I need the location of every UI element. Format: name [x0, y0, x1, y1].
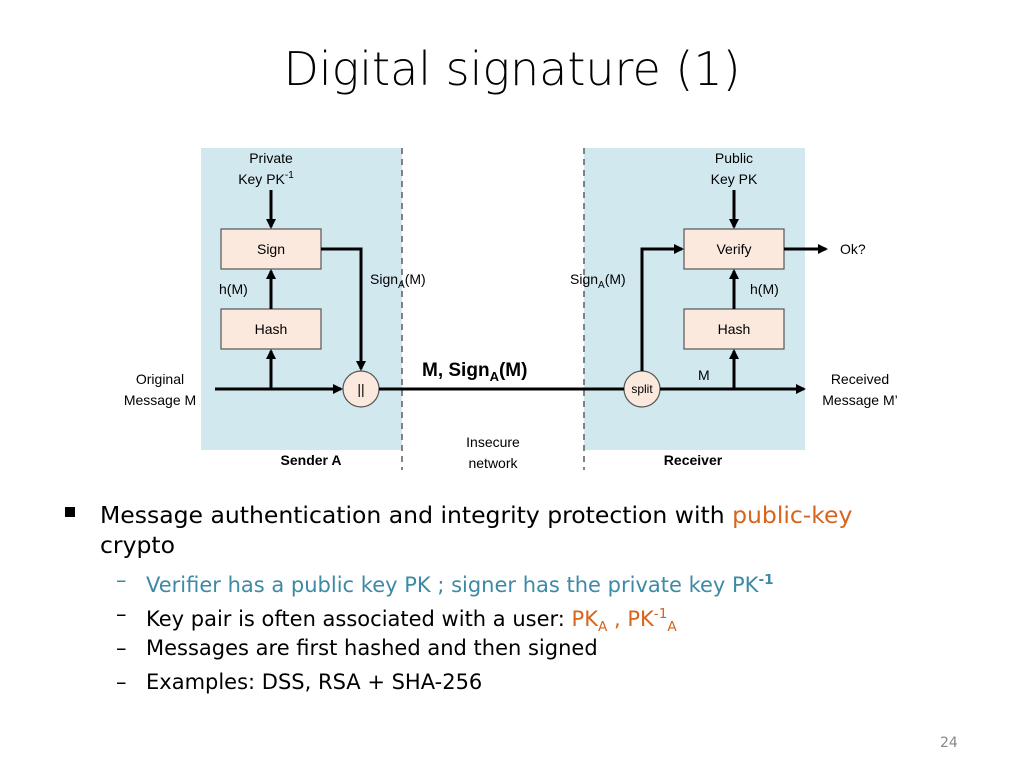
private-key-label-line2: Key PK-1 [238, 170, 294, 187]
bullet-main: Message authentication and integrity pro… [100, 500, 940, 560]
hash-box-sender [220, 308, 322, 350]
receiver-panel [584, 148, 805, 450]
signature-to-verify-arrow [640, 244, 684, 371]
hash-box-receiver-label: Hash [718, 321, 751, 337]
receiver-label: Receiver [664, 452, 723, 468]
original-message-label: Original [136, 371, 184, 387]
signature-to-concat-arrow [321, 247, 366, 371]
sub-bullet-key-pair: Key pair is often associated with a user… [146, 606, 677, 636]
signature-diagram: Private Key PK-1 Public Key PK Sign Hash… [124, 148, 898, 471]
public-key-label: Public [715, 150, 753, 166]
sender-panel [201, 148, 402, 450]
insecure-network-label: Insecure [466, 434, 520, 450]
hash-box-sender-label: Hash [255, 321, 288, 337]
public-key-highlight: public-key [732, 501, 853, 529]
received-message-label-line2: Message M’ [822, 392, 897, 408]
hash-value-label-sender: h(M) [219, 281, 248, 297]
sub-bullet-hashed: Messages are first hashed and then signe… [146, 636, 598, 660]
page-number: 24 [940, 735, 958, 751]
split-label: split [631, 382, 653, 396]
public-key-label-line2: Key PK [711, 171, 758, 187]
sign-box-label: Sign [257, 241, 285, 257]
signature-label-receiver: SignA(M) [570, 271, 626, 291]
sender-label: Sender A [281, 452, 342, 468]
slide-title: Digital signature (1) [283, 42, 741, 96]
signature-label-sender: SignA(M) [370, 271, 426, 291]
dash-icon: – [116, 636, 127, 660]
m-label: M [698, 367, 710, 383]
dash-icon: – [116, 670, 127, 694]
bullet-main-tail: crypto [100, 531, 175, 559]
ok-label: Ok? [840, 241, 866, 257]
original-message-label-line2: Message M [124, 392, 196, 408]
hash-box-receiver [683, 308, 785, 350]
hash-value-label-receiver: h(M) [750, 281, 779, 297]
sign-box [220, 228, 322, 270]
concat-label: || [357, 381, 364, 397]
dash-icon: – [116, 568, 127, 592]
sub-bullet-verifier: Verifier has a public key PK ; signer ha… [146, 572, 774, 597]
channel-label: M, SignA(M) [422, 360, 527, 384]
dash-icon: – [116, 602, 127, 626]
received-message-label: Received [831, 371, 889, 387]
bullet-square-icon [65, 507, 75, 517]
bullet-main-text: Message authentication and integrity pro… [100, 501, 733, 529]
private-key-label: Private [249, 150, 293, 166]
sub-bullet-examples: Examples: DSS, RSA + SHA-256 [146, 670, 483, 694]
verify-box-label: Verify [716, 241, 751, 257]
insecure-network-label-line2: network [468, 455, 518, 471]
